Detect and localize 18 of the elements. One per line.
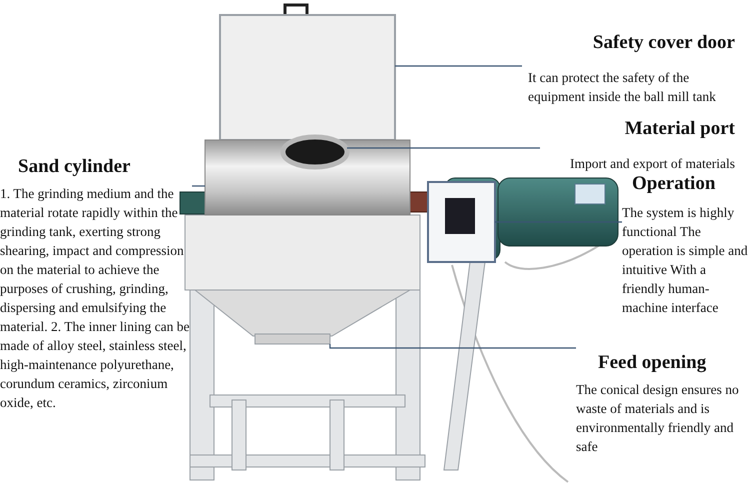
callout-heading: Safety cover door — [592, 32, 735, 54]
callout-description: 1. The grinding medium and the material rotate rapidly within the grinding tank, exerting strong shearing, impact and compression on the material to achieve the purposes of crushing, grinding, dispersing and emulsifying the material. 2. The inner lining can be made of alloy steel, stainless steel, high-maintenance polyurethane, corundum ceramics, zirconium oxide, etc. — [0, 185, 190, 412]
callout-heading: Operation — [631, 173, 716, 195]
callout-heading: Sand cylinder — [17, 156, 132, 178]
callout-description: The system is highly functional The operation is simple and intuitive With a friendly human-machine interface — [622, 204, 749, 317]
leader-line — [192, 185, 205, 187]
cover-door — [219, 14, 396, 141]
callout-description: Import and export of materials — [569, 155, 735, 173]
control-panel — [427, 181, 496, 263]
leader-line — [329, 344, 576, 349]
leader-line — [347, 147, 540, 149]
callout-description: It can protect the safety of the equipment inside the ball mill tank — [527, 69, 717, 106]
callout-heading: Feed opening — [597, 352, 708, 374]
material-port — [280, 134, 350, 170]
callout-heading: Material port — [624, 118, 735, 140]
callout-description: The conical design ensures no waste of materials and is environmentally friendly and safe — [576, 381, 740, 456]
discharge-outlet — [254, 334, 330, 344]
leader-line — [395, 65, 522, 67]
